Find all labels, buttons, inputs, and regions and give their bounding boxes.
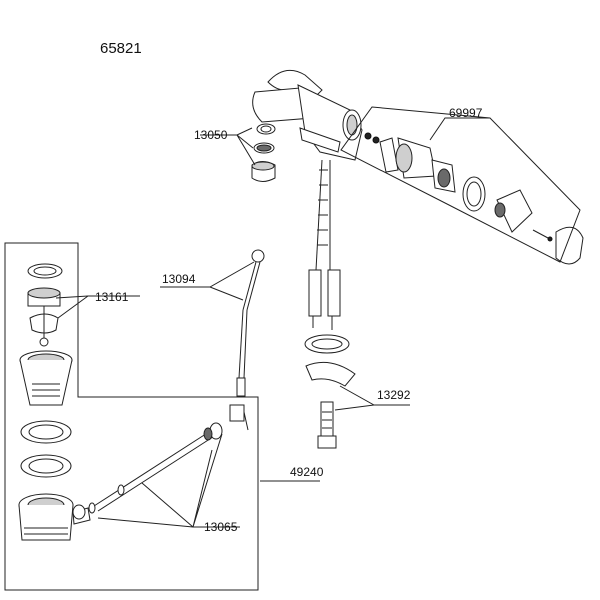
label-49240: 49240	[290, 465, 324, 479]
leader-13094	[160, 261, 255, 301]
popup-plug-13161	[27, 263, 63, 347]
aerator-parts-13050	[251, 123, 276, 182]
waste-assembly-frame	[4, 242, 259, 591]
leader-13292	[334, 385, 410, 411]
fixing-set-13292	[304, 334, 356, 449]
label-69997: 69997	[449, 106, 483, 120]
leader-13065	[97, 433, 240, 528]
mixer-body	[252, 69, 363, 161]
leader-69997	[429, 117, 490, 141]
label-13094: 13094	[162, 272, 196, 286]
label-13065: 13065	[204, 520, 238, 534]
waste-body-parts	[18, 350, 91, 541]
cartridge-kit-frame	[340, 106, 581, 263]
lift-rod-13094	[236, 249, 265, 397]
threaded-studs	[315, 159, 331, 271]
label-13292: 13292	[377, 388, 411, 402]
label-13161: 13161	[95, 290, 129, 304]
pivot-rod-13065	[72, 404, 249, 520]
diagram-title: 65821	[100, 40, 142, 57]
cartridge-parts-69997	[364, 132, 584, 265]
label-13050: 13050	[194, 128, 228, 142]
flexible-hoses	[308, 269, 341, 330]
leader-13161	[55, 295, 140, 319]
leader-13050	[200, 127, 256, 166]
